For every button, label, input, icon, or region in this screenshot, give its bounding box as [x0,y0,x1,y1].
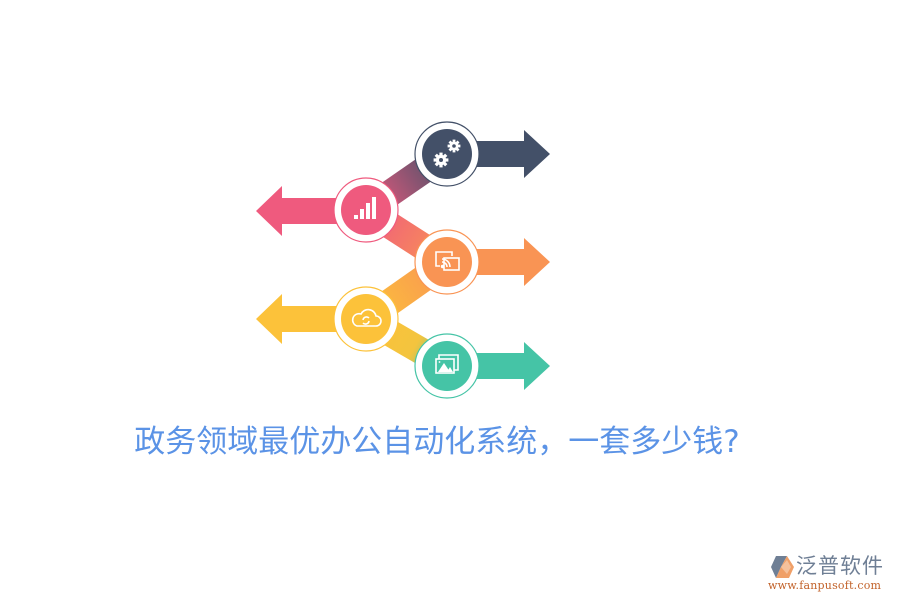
step-4-node [333,286,399,352]
gears-icon [433,139,461,168]
cloud-sync-icon [351,308,382,327]
fanpu-logo-icon [771,556,794,578]
image-gallery-icon [435,354,459,374]
step-2-node [333,177,399,243]
step-5-node [414,333,480,399]
bar-chart-icon [354,197,376,219]
screen-cast-icon [435,251,460,271]
brand-name: 泛普软件 [796,554,884,578]
brand-logo: 泛普软件 www.fanpusoft.com [766,552,896,596]
page-title: 政务领域最优办公自动化系统，一套多少钱? [134,424,740,460]
brand-url: www.fanpusoft.com [768,579,882,592]
step-3-node [414,229,480,295]
step-1-node [414,121,480,187]
